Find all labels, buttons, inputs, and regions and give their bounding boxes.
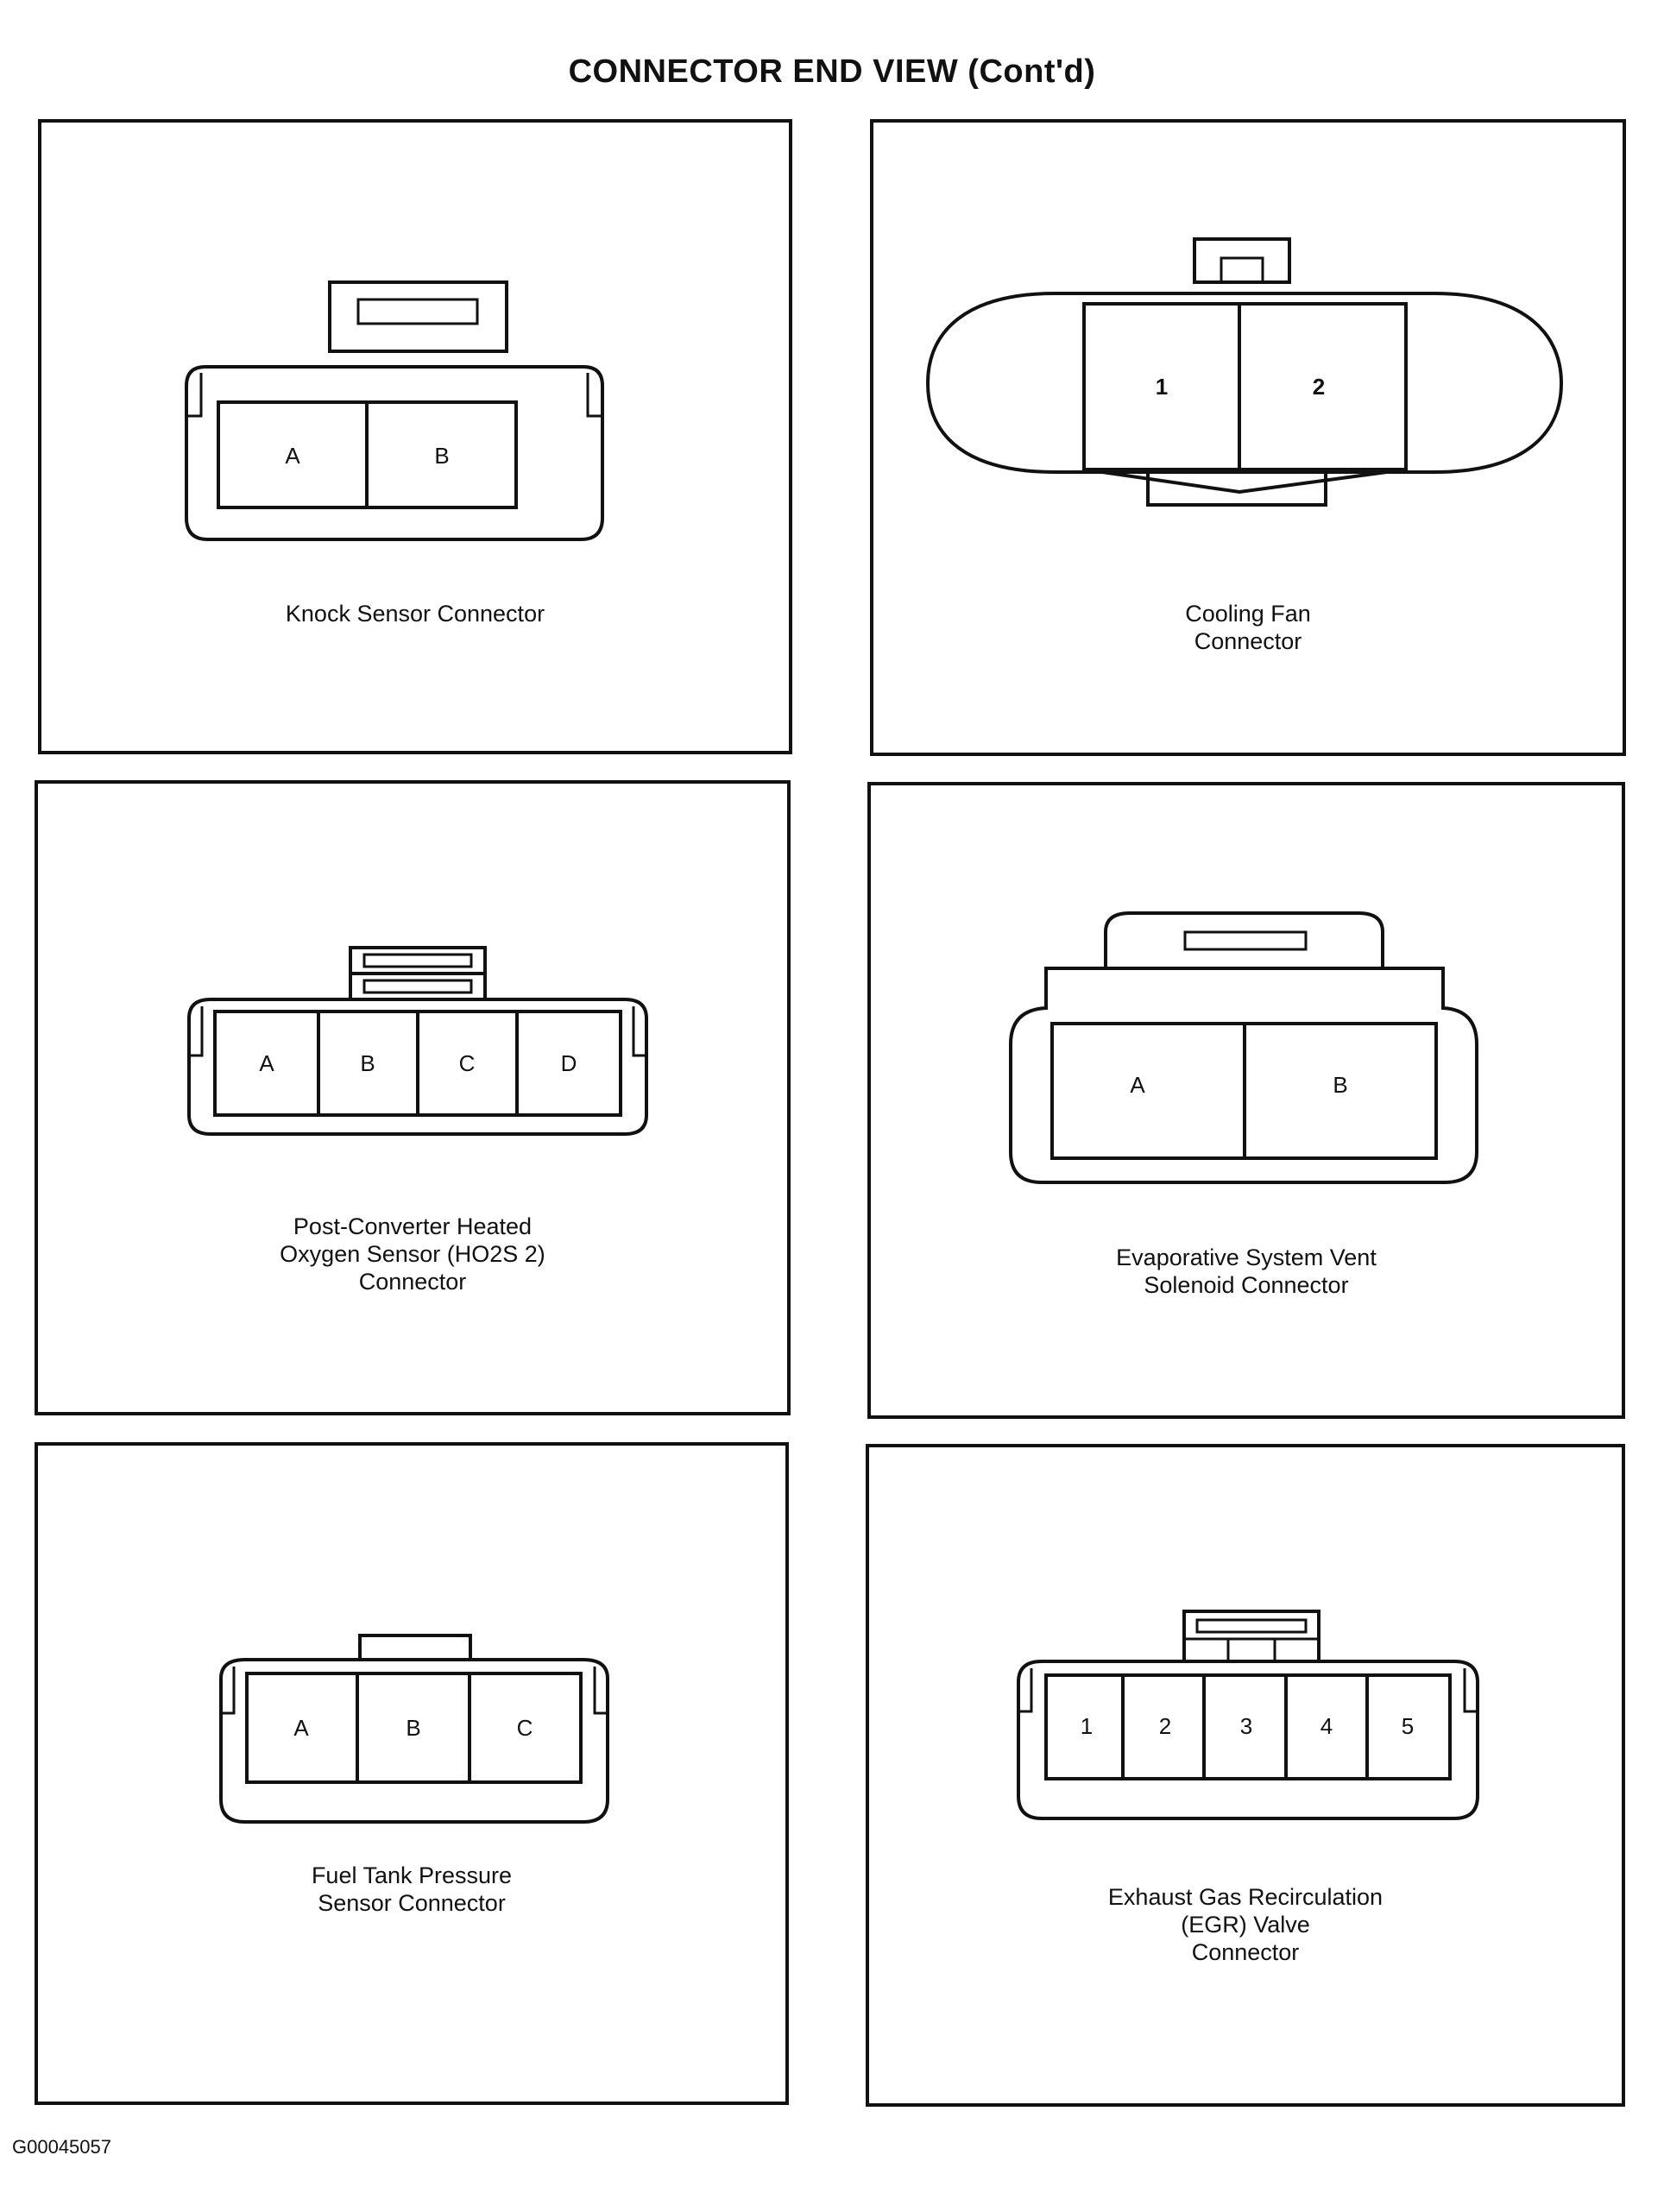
- pin-label: B: [406, 1715, 420, 1741]
- egr-valve-connector-diagram: 1 2 3 4 5: [1017, 1610, 1479, 1820]
- pin-label: B: [1333, 1072, 1347, 1098]
- caption-line: Fuel Tank Pressure: [311, 1862, 513, 1888]
- caption-line: Connector: [358, 1269, 467, 1295]
- connector-caption: Post-Converter Heated Oxygen Sensor (HO2…: [38, 1213, 787, 1295]
- knock-sensor-connector-diagram: A B: [185, 280, 604, 541]
- caption-line: (EGR) Valve: [1181, 1912, 1310, 1938]
- caption-line: Oxygen Sensor (HO2S 2): [280, 1241, 545, 1267]
- knock-sensor-connector-panel: A B Knock Sensor Connector: [38, 119, 792, 754]
- cooling-fan-connector-panel: 1 2 Cooling Fan Connector: [870, 119, 1626, 756]
- caption-line: Cooling Fan: [1185, 601, 1311, 627]
- caption-line: Post-Converter Heated: [293, 1213, 533, 1239]
- page-title: CONNECTOR END VIEW (Cont'd): [568, 54, 1096, 90]
- pin-label: C: [459, 1050, 476, 1076]
- caption-line: Sensor Connector: [318, 1890, 506, 1916]
- connector-caption: Exhaust Gas Recirculation (EGR) Valve Co…: [869, 1883, 1622, 1966]
- ho2s-2-connector-diagram: A B C D: [187, 946, 648, 1136]
- caption-line: Evaporative System Vent: [1116, 1245, 1377, 1270]
- connector-caption: Fuel Tank Pressure Sensor Connector: [38, 1862, 785, 1917]
- pin-label: D: [561, 1050, 577, 1076]
- caption-line: Exhaust Gas Recirculation: [1107, 1884, 1384, 1910]
- pin-label: 5: [1402, 1713, 1414, 1739]
- pin-label: 4: [1320, 1713, 1333, 1739]
- caption-line: Connector: [1194, 628, 1302, 654]
- pin-label: A: [1130, 1072, 1145, 1098]
- egr-valve-connector-panel: 1 2 3 4 5 Exhaust Gas Recirculation (EGR…: [866, 1444, 1625, 2107]
- pin-label: A: [259, 1050, 274, 1076]
- connector-caption: Evaporative System Vent Solenoid Connect…: [871, 1244, 1622, 1299]
- pin-label: B: [360, 1050, 375, 1076]
- pin-label: 2: [1313, 374, 1325, 400]
- pin-label: A: [285, 443, 300, 469]
- caption-line: Connector: [1191, 1939, 1300, 1965]
- connector-caption: Cooling Fan Connector: [873, 600, 1623, 655]
- pin-label: B: [434, 443, 449, 469]
- pin-label: A: [293, 1715, 309, 1741]
- evap-vent-solenoid-connector-diagram: A B: [1009, 911, 1478, 1184]
- caption-line: Knock Sensor Connector: [285, 601, 545, 627]
- connector-caption: Knock Sensor Connector: [41, 600, 789, 627]
- pin-label: 2: [1159, 1713, 1171, 1739]
- pin-label: 1: [1156, 374, 1168, 400]
- pin-label: C: [517, 1715, 533, 1741]
- ho2s-2-connector-panel: A B C D Post-Converter Heated Oxygen Sen…: [35, 780, 791, 1415]
- caption-line: Solenoid Connector: [1144, 1272, 1349, 1298]
- figure-id: G00045057: [12, 2136, 111, 2158]
- cooling-fan-connector-diagram: 1 2: [925, 237, 1564, 507]
- pin-label: 1: [1081, 1713, 1093, 1739]
- evap-vent-solenoid-connector-panel: A B Evaporative System Vent Solenoid Con…: [867, 782, 1625, 1419]
- pin-label: 3: [1240, 1713, 1252, 1739]
- fuel-tank-pressure-sensor-connector-diagram: A B C: [219, 1634, 609, 1824]
- fuel-tank-pressure-sensor-connector-panel: A B C Fuel Tank Pressure Sensor Connecto…: [35, 1442, 789, 2105]
